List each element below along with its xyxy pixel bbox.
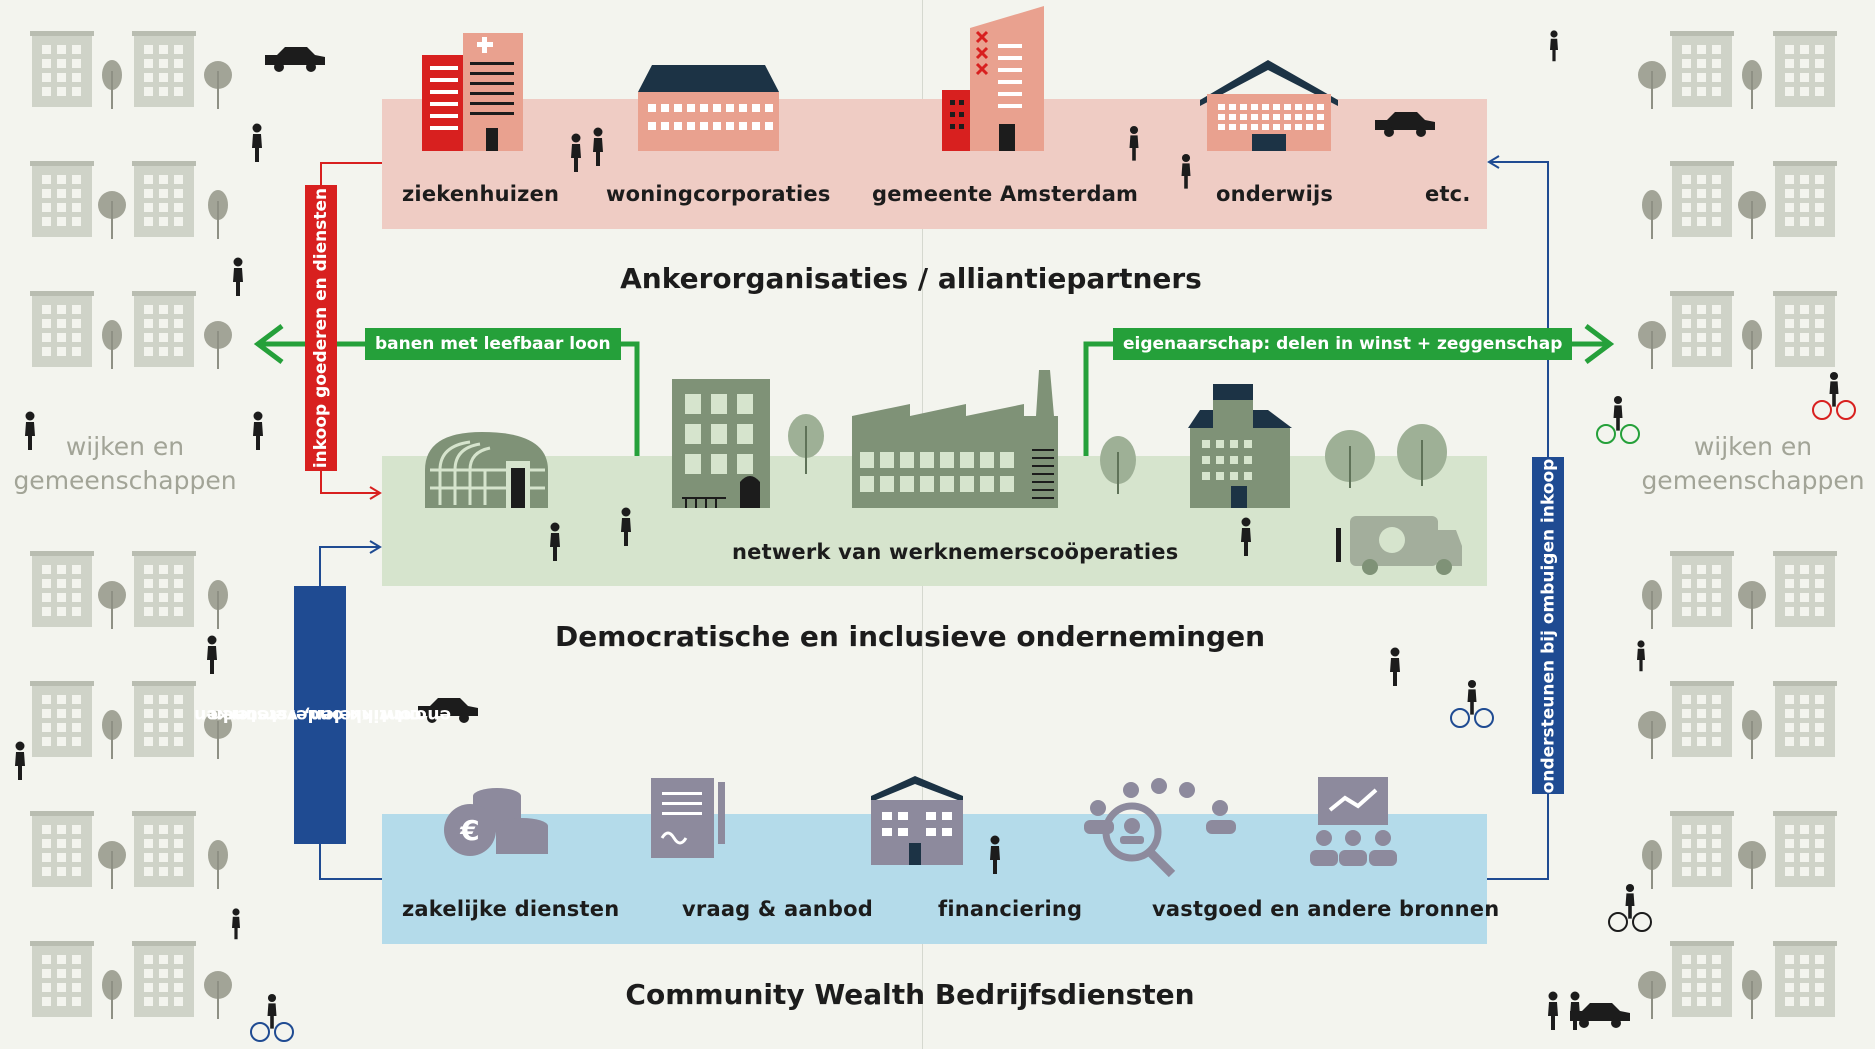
anchor-label-education: onderwijs: [1216, 182, 1334, 206]
left-neighbourhood-icons: [30, 31, 232, 1019]
bank-building-icon: [871, 776, 963, 865]
recycling-truck-icon: [1336, 516, 1462, 575]
enterprise-heading: Democratische en inclusieve onderneminge…: [554, 620, 1266, 653]
greenhouse-icon: [425, 432, 548, 508]
apartment-building-icon: [672, 379, 770, 508]
office-building-icon: [1188, 384, 1292, 508]
service-heading: Community Wealth Bedrijfsdiensten: [625, 978, 1195, 1011]
anchor-heading: Ankerorganisaties / alliantiepartners: [620, 262, 1202, 295]
enterprise-label: netwerk van werknemerscoöperaties: [732, 540, 1179, 564]
purchasing-flow-label: inkoop goederen en diensten: [305, 185, 337, 471]
municipality-icon: [942, 6, 1044, 151]
redirect-purchasing-flow-label: ondersteunen bij ombuigen inkoop: [1532, 457, 1564, 794]
factory-icon: [852, 370, 1058, 508]
service-label-business: zakelijke diensten: [402, 897, 620, 921]
ownership-label: eigenaarschap: delen in winst + zeggensc…: [1113, 328, 1573, 360]
living-wage-jobs-label: banen met leefbaar loon: [365, 328, 621, 360]
anchor-label-municipality: gemeente Amsterdam: [872, 182, 1139, 206]
purchasing-arrows: [320, 162, 382, 500]
service-label-financing: financiering: [938, 897, 1083, 921]
anchor-label-housing: woningcorporaties: [606, 182, 831, 206]
euro-coins-icon: €: [444, 788, 548, 856]
trees-icon: [788, 414, 1447, 494]
people-and-vehicles-icons: [15, 30, 1856, 1042]
svg-text:€: €: [459, 814, 479, 847]
right-neighbourhood-icons: [1638, 31, 1837, 1019]
hospital-icon: [422, 33, 523, 151]
presentation-team-icon: [1310, 777, 1397, 866]
anchor-label-hospitals: ziekenhuizen: [402, 182, 560, 206]
service-label-real-estate: vastgoed en andere bronnen: [1152, 897, 1500, 921]
anchor-label-etc: etc.: [1425, 182, 1471, 206]
housing-corporation-icon: [638, 65, 779, 151]
school-icon: [1200, 60, 1338, 151]
talent-search-icon: [1084, 778, 1236, 878]
contract-icon: [651, 778, 725, 858]
service-label-supply-demand: vraag & aanbod: [682, 897, 873, 921]
